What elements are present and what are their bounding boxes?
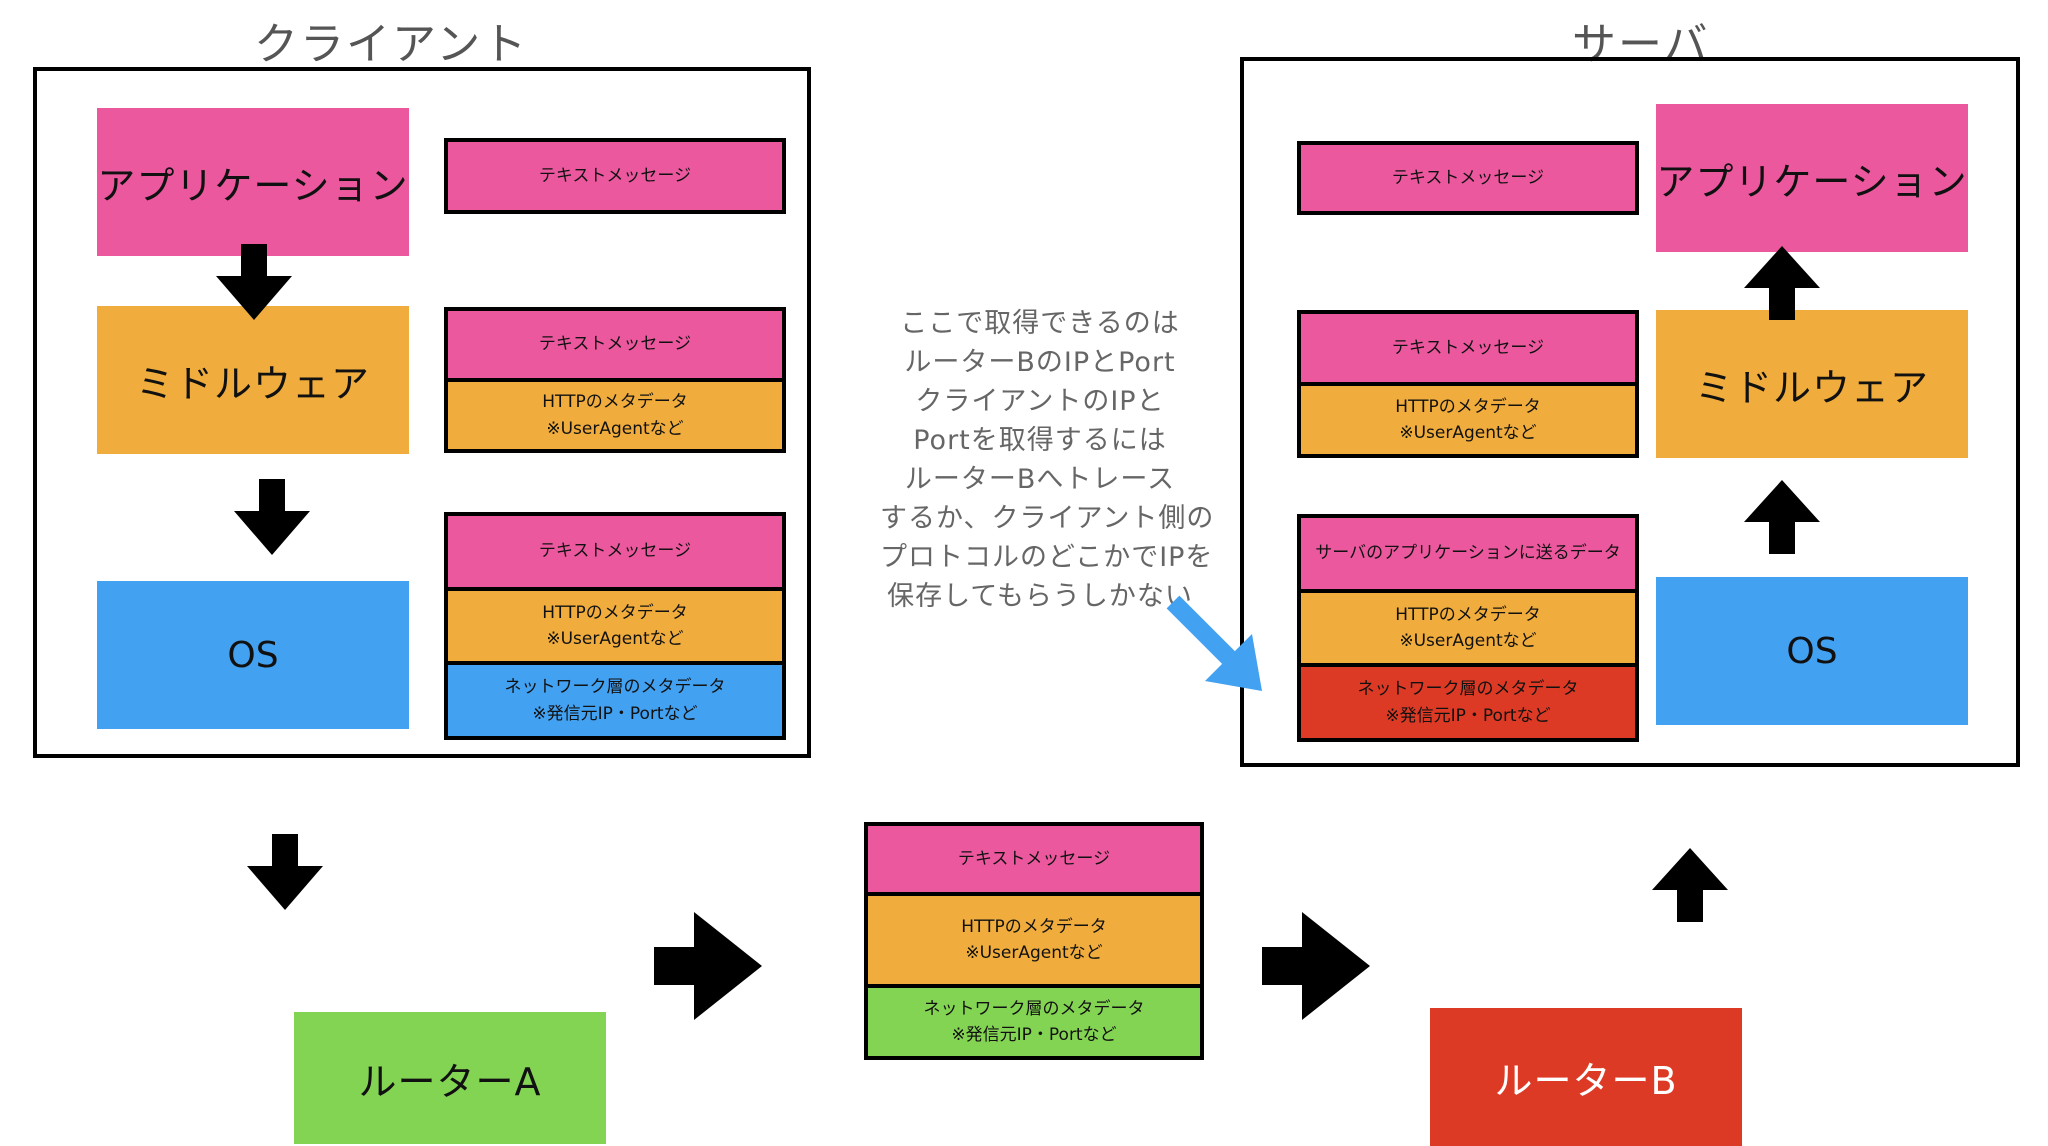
transit-packet-network-layer: ネットワーク層のメタデータ ※発信元IP・Portなど <box>868 988 1200 1056</box>
server-packet-2-http-line2: ※UserAgentなど <box>1399 423 1537 443</box>
router-b-block: ルーターB <box>1430 1008 1742 1146</box>
client-middleware-to-os-arrow <box>234 479 310 555</box>
server-packet-os: サーバのアプリケーションに送るデータ HTTPのメタデータ ※UserAgent… <box>1297 514 1639 742</box>
server-packet-2-http-line1: HTTPのメタデータ <box>1395 396 1541 417</box>
callout-arrow <box>1166 595 1262 691</box>
client-application-label: アプリケーション <box>97 163 409 208</box>
client-os-block: OS <box>97 581 409 729</box>
client-packet-os: テキストメッセージ HTTPのメタデータ ※UserAgentなど ネットワーク… <box>444 512 786 740</box>
explanation-note: ここで取得できるのは ルーターBのIPとPort クライアントのIPと Port… <box>880 304 1215 616</box>
transit-packet-net-line2: ※発信元IP・Portなど <box>951 1025 1117 1045</box>
client-packet-3-net-line1: ネットワーク層のメタデータ <box>504 677 726 698</box>
transit-packet-text: テキストメッセージ <box>957 848 1111 869</box>
note-line: するか、クライアント側の <box>880 503 1215 534</box>
router-a-block: ルーターA <box>294 1012 606 1144</box>
server-os-block: OS <box>1656 577 1968 725</box>
note-line: ルーターBのIPとPort <box>904 347 1176 378</box>
note-line: Portを取得するには <box>913 425 1167 456</box>
client-application-block: アプリケーション <box>97 108 409 256</box>
note-line: ここで取得できるのは <box>900 308 1180 339</box>
server-packet-middleware: テキストメッセージ HTTPのメタデータ ※UserAgentなど <box>1297 310 1639 458</box>
client-os-label: OS <box>227 634 279 676</box>
server-packet-1-text: テキストメッセージ <box>1391 167 1545 188</box>
server-application-label: アプリケーション <box>1656 159 1968 204</box>
server-packet-3-http-line1: HTTPのメタデータ <box>1395 604 1541 625</box>
server-packet-3-net-line2: ※発信元IP・Portなど <box>1385 705 1551 726</box>
client-packet-1-text-layer: テキストメッセージ <box>448 142 782 210</box>
client-packet-middleware: テキストメッセージ HTTPのメタデータ ※UserAgentなど <box>444 307 786 453</box>
server-packet-1-text-layer: テキストメッセージ <box>1301 145 1635 211</box>
client-packet-3-http-line1: HTTPのメタデータ <box>542 602 688 623</box>
server-application-block: アプリケーション <box>1656 104 1968 252</box>
transit-packet-text-layer: テキストメッセージ <box>868 826 1200 896</box>
client-app-to-middleware-arrow <box>216 244 292 320</box>
server-title: サーバ <box>1572 19 1710 70</box>
client-packet-2-http-layer: HTTPのメタデータ ※UserAgentなど <box>448 382 782 449</box>
client-packet-3-network-layer: ネットワーク層のメタデータ ※発信元IP・Portなど <box>448 665 782 737</box>
client-packet-3-text-layer: テキストメッセージ <box>448 516 782 591</box>
client-packet-2-text: テキストメッセージ <box>538 334 692 355</box>
transit-packet-http-line2: ※UserAgentなど <box>965 943 1103 963</box>
server-packet-3-http-layer: HTTPのメタデータ ※UserAgentなど <box>1301 592 1635 668</box>
router-a-label: ルーターA <box>358 1059 542 1104</box>
server-packet-3-text: サーバのアプリケーションに送るデータ <box>1315 543 1621 564</box>
server-os-to-middleware-arrow <box>1744 480 1820 554</box>
server-packet-2-text-layer: テキストメッセージ <box>1301 314 1635 386</box>
transit-packet-http-layer: HTTPのメタデータ ※UserAgentなど <box>868 896 1200 988</box>
server-os-label: OS <box>1786 630 1838 672</box>
client-frame <box>33 67 811 758</box>
server-packet-3-text-layer: サーバのアプリケーションに送るデータ <box>1301 518 1635 593</box>
note-line: プロトコルのどこかでIPを <box>880 542 1214 573</box>
router-b-label: ルーターB <box>1494 1058 1678 1103</box>
client-packet-3-http-layer: HTTPのメタデータ ※UserAgentなど <box>448 590 782 666</box>
transit-packet-http-line1: HTTPのメタデータ <box>961 916 1107 937</box>
router-b-to-server-arrow <box>1652 848 1728 922</box>
client-packet-2-text-layer: テキストメッセージ <box>448 311 782 382</box>
client-packet-3-net-line2: ※発信元IP・Portなど <box>532 703 698 724</box>
client-to-router-a-arrow <box>247 834 323 910</box>
server-packet-3-net-line1: ネットワーク層のメタデータ <box>1357 679 1579 700</box>
client-packet-2-http-line1: HTTPのメタデータ <box>542 392 688 413</box>
server-middleware-label: ミドルウェア <box>1694 365 1929 410</box>
server-middleware-to-app-arrow <box>1744 246 1820 320</box>
transit-packet: テキストメッセージ HTTPのメタデータ ※UserAgentなど ネットワーク… <box>864 822 1204 1060</box>
transit-to-router-b-arrow <box>1262 912 1370 1020</box>
client-packet-application: テキストメッセージ <box>444 138 786 214</box>
transit-packet-net-line1: ネットワーク層のメタデータ <box>923 998 1145 1019</box>
server-packet-2-text: テキストメッセージ <box>1391 337 1545 358</box>
server-packet-application: テキストメッセージ <box>1297 141 1639 215</box>
client-packet-3-http-line2: ※UserAgentなど <box>546 629 684 649</box>
server-packet-3-network-layer: ネットワーク層のメタデータ ※発信元IP・Portなど <box>1301 667 1635 739</box>
client-packet-3-text: テキストメッセージ <box>538 541 692 562</box>
client-packet-1-text: テキストメッセージ <box>538 165 692 186</box>
note-line: クライアントのIPと <box>915 386 1165 417</box>
client-middleware-label: ミドルウェア <box>135 361 370 406</box>
note-line: 保存してもらうしかない <box>887 581 1193 612</box>
client-title: クライアント <box>254 19 529 70</box>
client-middleware-block: ミドルウェア <box>97 306 409 454</box>
note-line: ルーターBへトレース <box>904 464 1176 495</box>
server-packet-2-http-layer: HTTPのメタデータ ※UserAgentなど <box>1301 386 1635 454</box>
server-frame <box>1240 57 2020 767</box>
router-a-to-transit-arrow <box>654 912 762 1020</box>
server-middleware-block: ミドルウェア <box>1656 310 1968 458</box>
client-packet-2-http-line2: ※UserAgentなど <box>546 418 684 439</box>
server-packet-3-http-line2: ※UserAgentなど <box>1399 631 1537 651</box>
